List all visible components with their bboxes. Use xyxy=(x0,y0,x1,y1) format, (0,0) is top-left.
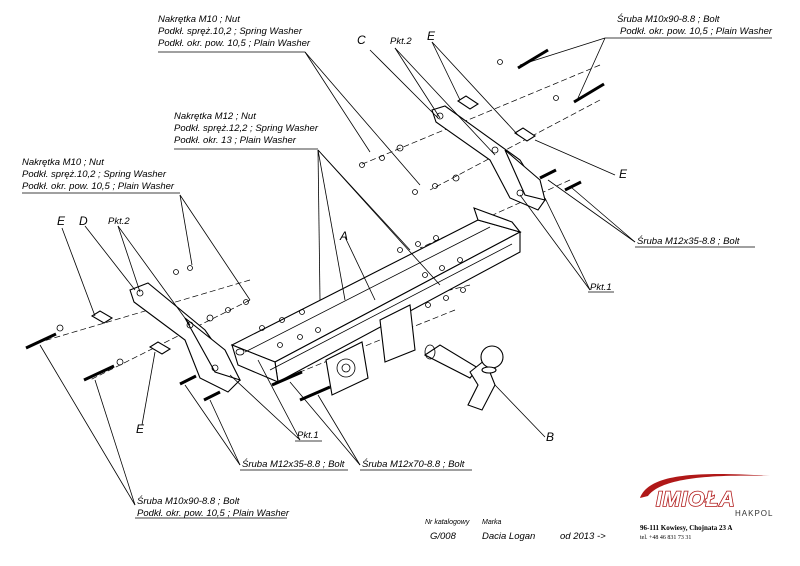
pkt1-bottom: Pkt.1 xyxy=(297,430,319,441)
bolt-m10-bottom-line2: Podkł. okr. pow. 10,5 ; Plain Washer xyxy=(137,508,290,519)
year-range: od 2013 -> xyxy=(560,531,606,542)
right-bracket xyxy=(431,105,546,211)
brand-label: Marka xyxy=(482,519,502,526)
logo-name: IMIOŁA xyxy=(656,488,736,511)
letter-b: B xyxy=(546,430,554,444)
pkt1-right: Pkt.1 xyxy=(590,282,612,293)
nut-m10-top-line1: Nakrętka M10 ; Nut xyxy=(158,14,240,25)
spacer-tubes xyxy=(90,95,537,355)
catalog-label: Nr katalogowy xyxy=(425,519,470,526)
nut-m10-top-line3: Podkł. okr. pow. 10,5 ; Plain Washer xyxy=(158,38,311,49)
nut-m10-top-line2: Podkł. spręż.10,2 ; Spring Washer xyxy=(158,26,303,37)
logo-swoosh xyxy=(640,474,770,498)
bolt-m12x35-bottom: Śruba M12x35-8.8 ; Bolt xyxy=(242,458,345,470)
logo-sub: HAKPOL xyxy=(735,509,773,518)
letter-e-right: E xyxy=(619,167,628,181)
nut-m10-left-line3: Podkł. okr. pow. 10,5 ; Plain Washer xyxy=(22,181,175,192)
catalog-value: G/008 xyxy=(430,531,457,542)
nuts-and-washers xyxy=(56,59,559,366)
left-bracket xyxy=(129,282,242,393)
imiola-logo: IMIOŁA HAKPOL 96-111 Kowiesy, Chojnata 2… xyxy=(640,474,773,541)
logo-address: 96-111 Kowiesy, Chojnata 23 A xyxy=(640,524,732,532)
letter-e-bottom: E xyxy=(136,422,145,436)
label-underlines xyxy=(22,37,772,519)
tow-ball xyxy=(423,344,504,411)
pkt2-top: Pkt.2 xyxy=(390,36,412,47)
letter-a: A xyxy=(339,229,348,243)
nut-m10-left-line1: Nakrętka M10 ; Nut xyxy=(22,157,104,168)
bolt-m10-top-line2: Podkł. okr. pow. 10,5 ; Plain Washer xyxy=(620,26,773,37)
bolt-m12x35-right: Śruba M12x35-8.8 ; Bolt xyxy=(637,235,740,247)
socket-plate xyxy=(325,304,416,396)
letter-d: D xyxy=(79,214,88,228)
nut-m12-line3: Podkł. okr. 13 ; Plain Washer xyxy=(174,135,297,146)
letter-e-top: E xyxy=(427,29,436,43)
letter-c: C xyxy=(357,33,366,47)
nut-m12-line2: Podkł. spręż.12,2 ; Spring Washer xyxy=(174,123,319,134)
brand-value: Dacia Logan xyxy=(482,531,535,542)
main-crossbar xyxy=(230,207,522,383)
bolts xyxy=(25,48,605,402)
logo-tel: tel. +48 46 831 73 31 xyxy=(640,535,691,541)
footer-info: Nr katalogowy G/008 Marka Dacia Logan od… xyxy=(425,519,606,542)
bolt-m10-top-line1: Śruba M10x90-8.8 ; Bolt xyxy=(617,13,720,25)
nut-m10-left-line2: Podkł. spręż.10,2 ; Spring Washer xyxy=(22,169,167,180)
callout-labels: Nakrętka M10 ; Nut Podkł. spręż.10,2 ; S… xyxy=(22,13,773,519)
bolt-m12x70: Śruba M12x70-8.8 ; Bolt xyxy=(362,458,465,470)
pkt2-left: Pkt.2 xyxy=(108,216,130,227)
nut-m12-line1: Nakrętka M12 ; Nut xyxy=(174,111,256,122)
letter-e-left: E xyxy=(57,214,66,228)
leader-lines xyxy=(39,37,636,506)
bolt-m10-bottom-line1: Śruba M10x90-8.8 ; Bolt xyxy=(137,495,240,507)
